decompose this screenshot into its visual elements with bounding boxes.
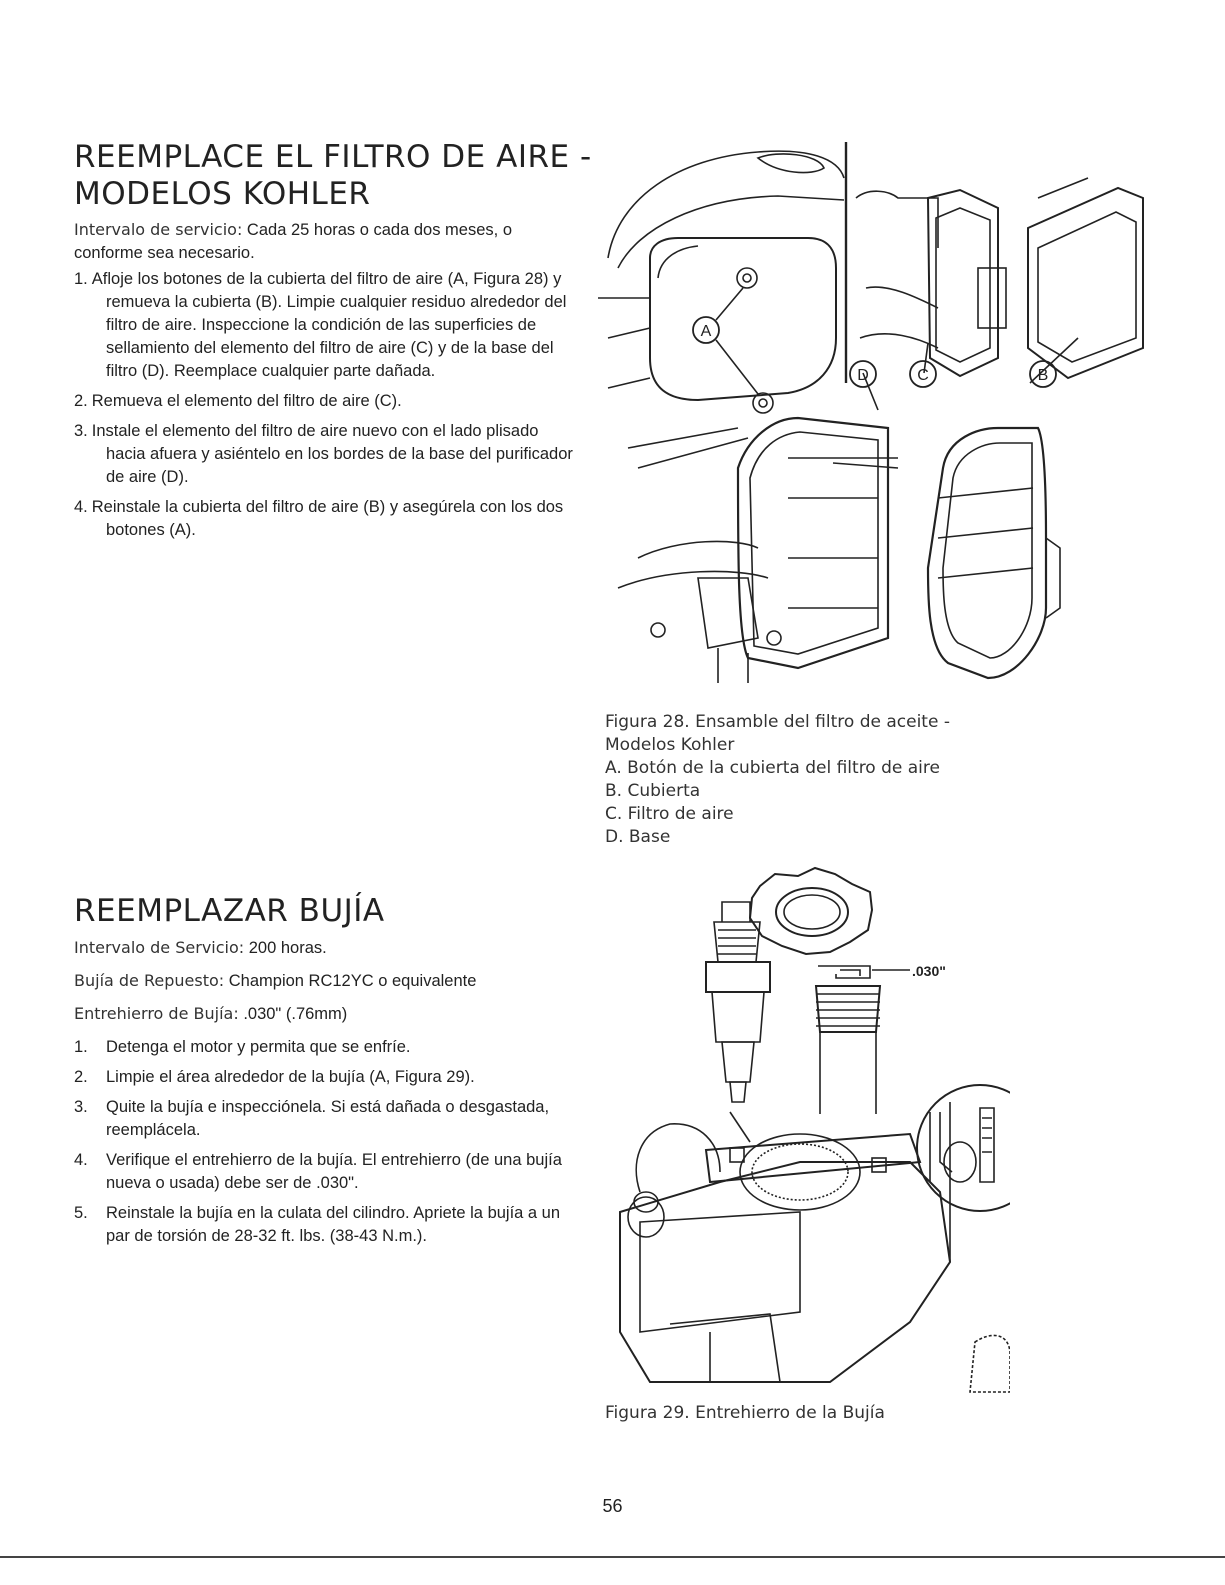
- replacement-plug-value: Champion RC12YC o equivalente: [228, 972, 477, 990]
- gap-dimension-label: .030": [912, 963, 946, 979]
- step-text: Detenga el motor y permita que se enfríe…: [106, 1038, 411, 1056]
- step-number: 2.: [74, 1068, 88, 1086]
- service-interval-value: Cada 25 horas o cada dos meses, o confor…: [74, 221, 513, 262]
- list-item: 4. Verifique el entrehierro de la bujía. …: [74, 1149, 579, 1195]
- figure-28-legend-c: C. Filtro de aire: [605, 804, 734, 824]
- section-title-air-filter: REEMPLACE EL FILTRO DE AIRE - MODELOS KO…: [74, 139, 592, 213]
- page-number: 56: [602, 1496, 623, 1516]
- callout-c-label: C: [917, 367, 929, 384]
- figure-29-caption: Figura 29. Entrehierro de la Bujía: [605, 1403, 885, 1423]
- list-item: 4.Reinstale la cubierta del filtro de ai…: [74, 496, 574, 542]
- callout-b-label: B: [1038, 367, 1049, 384]
- step-number: 1.: [74, 270, 88, 288]
- service-interval-label: Intervalo de servicio:: [74, 220, 243, 239]
- step-text: Limpie el área alrededor de la bujía (A,…: [106, 1068, 475, 1086]
- spark-plug-interval: Intervalo de Servicio: 200 horas.: [74, 936, 574, 960]
- gap-gauge-icon: [748, 866, 874, 956]
- section-title-line-1: REEMPLACE EL FILTRO DE AIRE -: [74, 139, 592, 175]
- plug-gap-value: .030" (.76mm): [243, 1005, 348, 1023]
- section-title-line-2: MODELOS KOHLER: [74, 176, 371, 212]
- step-text: Remueva el elemento del filtro de aire (…: [91, 392, 402, 410]
- section-title: REEMPLAZAR BUJÍA: [74, 893, 385, 929]
- interval-value: 200 horas.: [248, 939, 327, 957]
- bottom-rule: [0, 1556, 1225, 1558]
- air-filter-steps: 1.Afloje los botones de la cubierta del …: [74, 268, 574, 549]
- callout-d-label: D: [857, 367, 869, 384]
- step-number: 1.: [74, 1038, 88, 1056]
- figure-28-legend-a: A. Botón de la cubierta del filtro de ai…: [605, 758, 940, 778]
- list-item: 3.Instale el elemento del filtro de aire…: [74, 420, 574, 489]
- figure-28-title-line-1: Figura 28. Ensamble del filtro de aceite…: [605, 712, 950, 732]
- figure-28-legend-b: B. Cubierta: [605, 781, 701, 801]
- list-item: 1.Afloje los botones de la cubierta del …: [74, 268, 574, 383]
- figure-29-illustration: .030": [619, 866, 1010, 1393]
- replacement-plug-label: Bujía de Repuesto:: [74, 971, 225, 990]
- list-item: 2. Limpie el área alrededor de la bujía (…: [74, 1066, 579, 1089]
- figure-28-legend-d: D. Base: [605, 827, 671, 847]
- figure-28-caption: Figura 28. Ensamble del filtro de aceite…: [605, 711, 950, 849]
- figure-28-illustration: A D C B: [598, 142, 1144, 683]
- step-text: Instale el elemento del filtro de aire n…: [91, 422, 573, 486]
- interval-label: Intervalo de Servicio:: [74, 938, 245, 957]
- plug-gap-label: Entrehierro de Bujía:: [74, 1004, 239, 1023]
- step-number: 4.: [74, 498, 88, 516]
- list-item: 2.Remueva el elemento del filtro de aire…: [74, 390, 574, 413]
- service-interval: Intervalo de servicio: Cada 25 horas o c…: [74, 218, 524, 265]
- step-number: 3.: [74, 422, 88, 440]
- list-item: 3. Quite la bujía e inspecciónela. Si est…: [74, 1096, 579, 1142]
- section-title-spark-plug: REEMPLAZAR BUJÍA: [74, 893, 385, 930]
- step-text: Reinstale la cubierta del filtro de aire…: [91, 498, 564, 539]
- figure-28-title-line-2: Modelos Kohler: [605, 735, 735, 755]
- step-text: Afloje los botones de la cubierta del fi…: [91, 270, 567, 380]
- step-text: Reinstale la bujía en la culata del cili…: [106, 1204, 561, 1245]
- callout-a-label: A: [701, 323, 712, 340]
- plug-gap: Entrehierro de Bujía: .030" (.76mm): [74, 1002, 574, 1026]
- spark-plug-icon: [705, 901, 771, 1103]
- list-item: 5. Reinstale la bujía en la culata del ci…: [74, 1202, 579, 1248]
- step-number: 3.: [74, 1098, 88, 1116]
- replacement-plug: Bujía de Repuesto: Champion RC12YC o equ…: [74, 969, 574, 993]
- electrode-detail: [814, 965, 910, 1114]
- step-text: Verifique el entrehierro de la bujía. El…: [106, 1151, 562, 1192]
- spark-plug-steps: 1. Detenga el motor y permita que se enfr…: [74, 1036, 579, 1255]
- step-number: 2.: [74, 392, 88, 410]
- step-number: 5.: [74, 1204, 88, 1222]
- list-item: 1. Detenga el motor y permita que se enfr…: [74, 1036, 579, 1059]
- step-number: 4.: [74, 1151, 88, 1169]
- step-text: Quite la bujía e inspecciónela. Si está …: [106, 1098, 550, 1139]
